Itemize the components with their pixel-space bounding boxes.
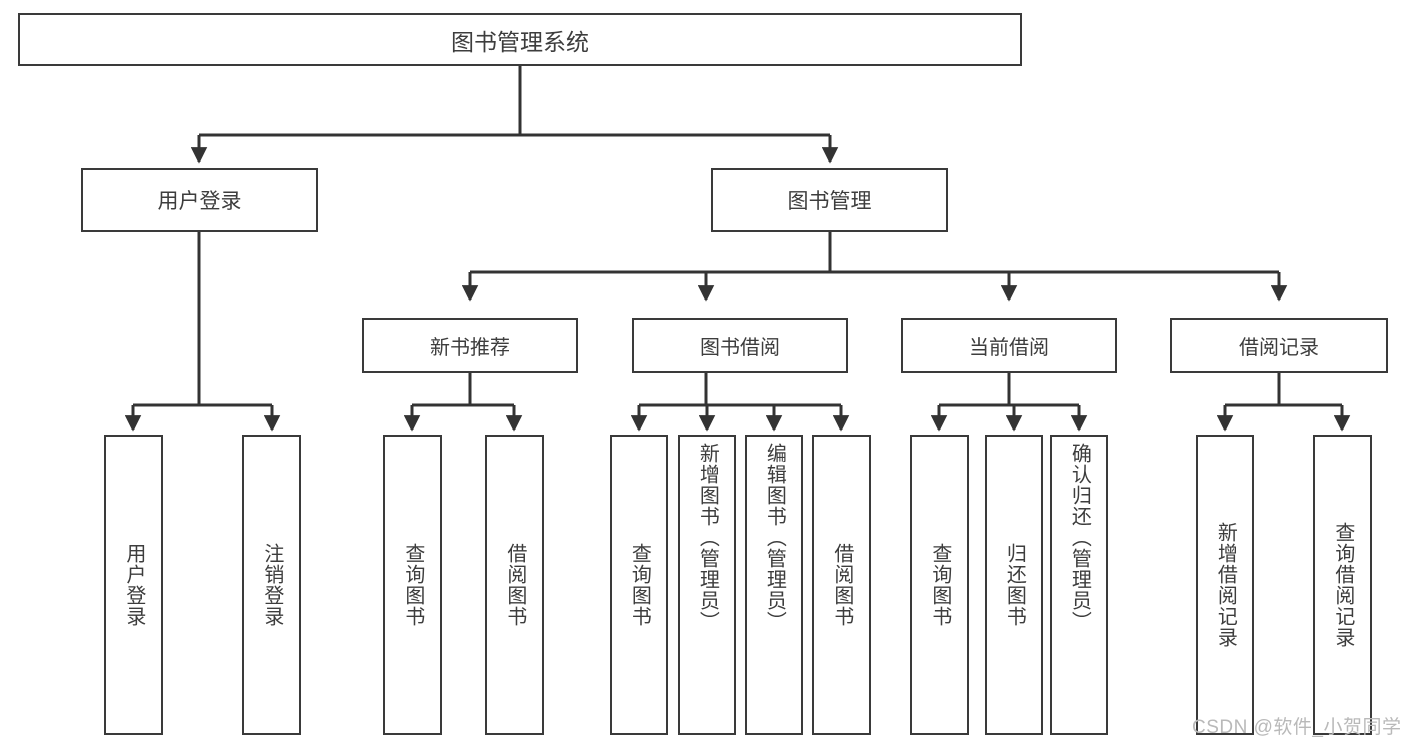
node-leaf-confirm-return-admin[interactable]: 确认归还（管理员）	[1050, 435, 1108, 735]
node-label: 查询借阅记录	[1331, 522, 1354, 648]
node-leaf-add-borrow-record[interactable]: 新增借阅记录	[1196, 435, 1254, 735]
node-label: 确认归还（管理员）	[1068, 443, 1091, 632]
node-label: 用户登录	[157, 190, 242, 213]
node-book-borrow[interactable]: 图书借阅	[632, 318, 848, 373]
node-label: 新增借阅记录	[1214, 522, 1237, 648]
node-root-book-management-system[interactable]: 图书管理系统	[18, 13, 1022, 66]
node-book-management[interactable]: 图书管理	[711, 168, 948, 232]
node-label: 图书管理系统	[451, 28, 589, 55]
node-label: 新增图书（管理员）	[696, 443, 719, 632]
node-label: 用户登录	[122, 543, 145, 627]
node-user-login[interactable]: 用户登录	[81, 168, 318, 232]
node-leaf-query-book-2[interactable]: 查询图书	[610, 435, 668, 735]
node-label: 注销登录	[260, 543, 283, 627]
node-label: 图书借阅	[700, 337, 780, 359]
node-leaf-logout-login[interactable]: 注销登录	[242, 435, 301, 735]
node-leaf-edit-book-admin[interactable]: 编辑图书（管理员）	[745, 435, 803, 735]
node-new-book-recommend[interactable]: 新书推荐	[362, 318, 578, 373]
node-label: 图书管理	[787, 190, 872, 213]
node-leaf-return-book[interactable]: 归还图书	[985, 435, 1043, 735]
node-label: 借阅记录	[1239, 337, 1319, 359]
node-label: 新书推荐	[430, 337, 510, 359]
node-leaf-borrow-book-1[interactable]: 借阅图书	[485, 435, 544, 735]
node-leaf-query-borrow-record[interactable]: 查询借阅记录	[1313, 435, 1372, 735]
node-leaf-user-login[interactable]: 用户登录	[104, 435, 163, 735]
node-label: 查询图书	[628, 543, 651, 627]
node-label: 编辑图书（管理员）	[763, 443, 786, 632]
node-leaf-query-book-1[interactable]: 查询图书	[383, 435, 442, 735]
node-borrow-record[interactable]: 借阅记录	[1170, 318, 1388, 373]
node-leaf-borrow-book-2[interactable]: 借阅图书	[812, 435, 871, 735]
node-leaf-add-book-admin[interactable]: 新增图书（管理员）	[678, 435, 736, 735]
csdn-watermark: CSDN @软件_小贺同学	[1192, 717, 1402, 738]
node-leaf-query-book-3[interactable]: 查询图书	[910, 435, 969, 735]
node-current-borrow[interactable]: 当前借阅	[901, 318, 1117, 373]
node-label: 归还图书	[1003, 543, 1026, 627]
node-label: 当前借阅	[969, 337, 1049, 359]
node-label: 借阅图书	[830, 543, 853, 627]
node-label: 查询图书	[928, 543, 951, 627]
node-label: 查询图书	[401, 543, 424, 627]
node-label: 借阅图书	[503, 543, 526, 627]
